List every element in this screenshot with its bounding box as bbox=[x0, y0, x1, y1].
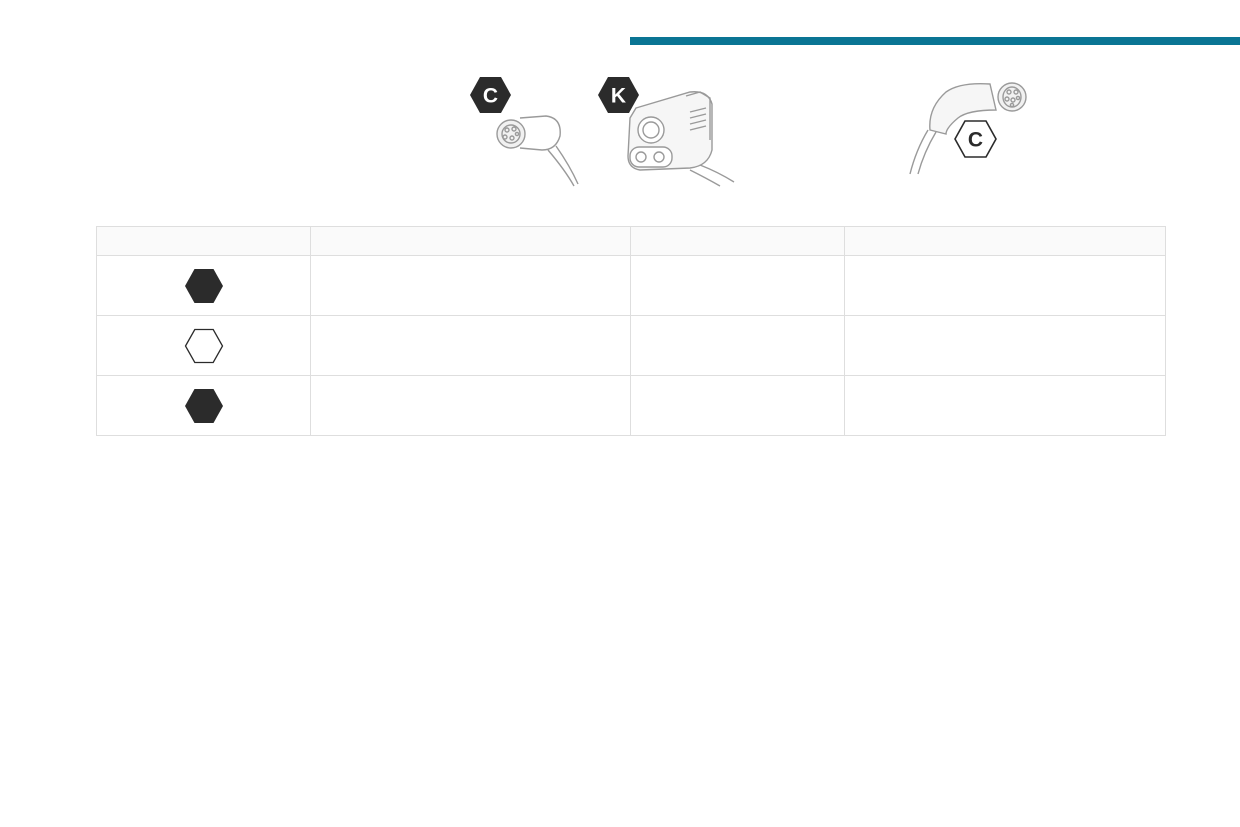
indicator-cell bbox=[96, 375, 311, 436]
table-header-row bbox=[96, 226, 1166, 256]
left-connector-badge: C bbox=[470, 77, 511, 113]
middle-connector-illustration bbox=[627, 91, 735, 187]
table-cell bbox=[844, 255, 1166, 316]
table-cell bbox=[844, 315, 1166, 376]
table-cell bbox=[630, 315, 845, 376]
header-accent-bar bbox=[630, 37, 1240, 45]
outline-hexagon-icon bbox=[184, 328, 223, 363]
table-cell bbox=[310, 255, 631, 316]
middle-badge-hexagon bbox=[598, 77, 639, 113]
table-header-cell bbox=[844, 226, 1166, 256]
indicator-cell bbox=[96, 315, 311, 376]
left-connector-illustration bbox=[496, 115, 579, 187]
filled-hexagon-icon bbox=[184, 268, 223, 303]
charging-connectors-illustration: C K C bbox=[470, 77, 1027, 187]
right-connector-illustration bbox=[909, 82, 1027, 175]
table-header-cell bbox=[310, 226, 631, 256]
left-badge-hexagon bbox=[470, 77, 511, 113]
table-cell bbox=[630, 255, 845, 316]
table-cell bbox=[844, 375, 1166, 436]
table-cell bbox=[630, 375, 845, 436]
filled-hexagon-icon bbox=[184, 388, 223, 423]
middle-badge-letter: K bbox=[611, 85, 626, 108]
left-badge-letter: C bbox=[483, 85, 498, 108]
right-badge-hexagon bbox=[954, 120, 997, 158]
right-connector-badge: C bbox=[954, 120, 997, 158]
table-cell bbox=[310, 315, 631, 376]
table-row bbox=[96, 375, 1166, 436]
table-row bbox=[96, 255, 1166, 316]
charging-compatibility-table bbox=[96, 226, 1166, 436]
table-header-cell bbox=[96, 226, 311, 256]
table-row bbox=[96, 315, 1166, 376]
middle-connector-badge: K bbox=[598, 77, 639, 113]
right-badge-letter: C bbox=[968, 129, 983, 152]
table-header-cell bbox=[630, 226, 845, 256]
table-cell bbox=[310, 375, 631, 436]
indicator-cell bbox=[96, 255, 311, 316]
